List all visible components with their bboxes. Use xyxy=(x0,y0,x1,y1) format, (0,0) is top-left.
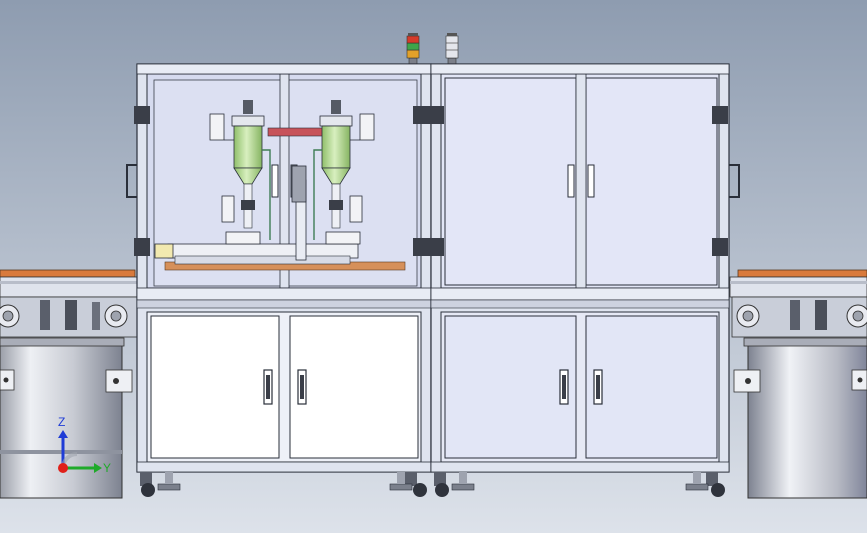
right-cabinet-door-right xyxy=(585,315,718,459)
axis-triad-icon: Z Y xyxy=(58,415,111,475)
signal-tower-icon xyxy=(406,33,420,67)
axis-z-label: Z xyxy=(58,415,65,429)
right-cabinet-door-left xyxy=(444,315,577,459)
right-cabinet-upper-door-left xyxy=(444,77,577,286)
axis-y-label: Y xyxy=(103,461,111,475)
left-cabinet-door-left xyxy=(150,315,280,459)
caster-feet xyxy=(140,472,725,497)
left-cabinet-door-right xyxy=(289,315,419,459)
dispensing-unit[interactable] xyxy=(154,100,406,271)
left-cabinet[interactable] xyxy=(126,63,432,473)
right-cabinet[interactable] xyxy=(428,63,740,473)
right-material-tank[interactable] xyxy=(733,337,867,499)
left-material-tank[interactable] xyxy=(0,337,133,499)
right-cabinet-upper-door-right xyxy=(585,77,718,286)
left-conveyor[interactable] xyxy=(0,269,141,338)
signal-tower-icon xyxy=(445,33,459,67)
right-conveyor[interactable] xyxy=(729,269,867,338)
